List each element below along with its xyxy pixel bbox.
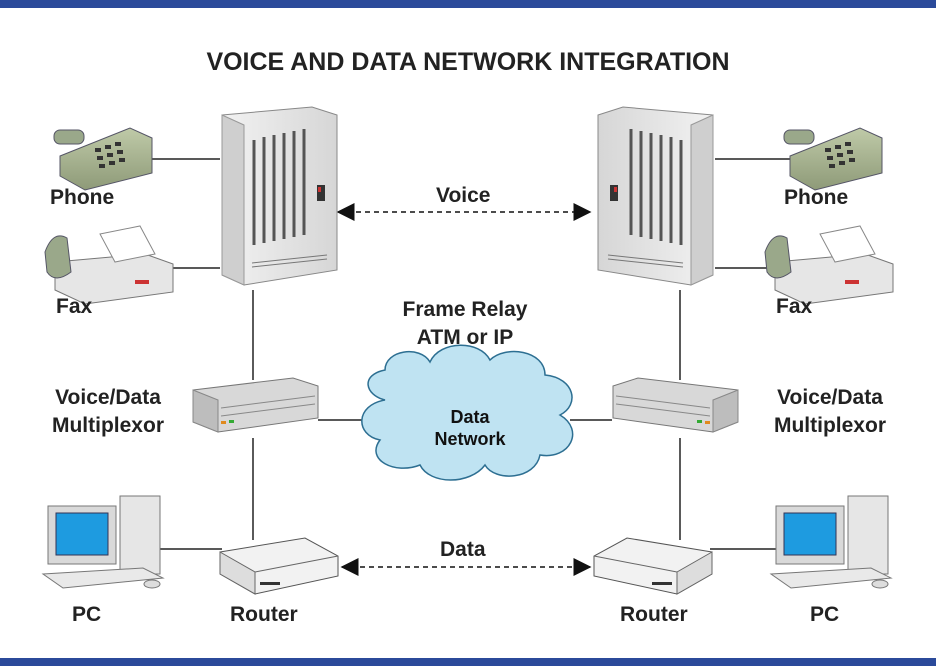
phone-icon <box>783 127 883 191</box>
pbx-rack-icon <box>221 106 338 286</box>
mux-left-line2: Multiplexor <box>51 414 164 437</box>
phone-right-label: Phone <box>784 186 849 209</box>
pc-right-label: PC <box>810 603 840 626</box>
diagram-title: VOICE AND DATA NETWORK INTEGRATION <box>206 48 730 76</box>
pbx-rack-icon <box>597 106 714 286</box>
fax-icon <box>44 225 174 305</box>
multiplexor-icon <box>612 377 739 433</box>
fax-left-label: Fax <box>56 295 93 318</box>
mux-right-label: Voice/Data Multiplexor <box>760 384 900 440</box>
cloud-line1: Data <box>450 407 490 427</box>
phone-icon <box>53 127 153 191</box>
phone-left-label: Phone <box>50 186 115 209</box>
network-type-frame-relay: Frame Relay <box>402 298 528 321</box>
bottom-border <box>0 658 936 666</box>
voice-link-label: Voice <box>436 184 491 207</box>
router-icon <box>219 537 339 595</box>
mux-right-line2: Multiplexor <box>773 414 886 437</box>
network-type-atm-ip: ATM or IP <box>416 326 514 349</box>
cloud-line2: Network <box>434 429 506 449</box>
network-types-label: Frame Relay ATM or IP <box>380 296 550 352</box>
cloud-label: Data Network <box>420 406 520 450</box>
router-left-label: Router <box>230 603 298 626</box>
data-link-label: Data <box>440 538 486 561</box>
mux-left-label: Voice/Data Multiplexor <box>38 384 178 440</box>
router-icon <box>593 537 713 595</box>
cloud-icon <box>361 344 574 481</box>
mux-left-line1: Voice/Data <box>55 386 161 409</box>
pc-icon <box>41 495 165 589</box>
router-right-label: Router <box>620 603 688 626</box>
pc-icon <box>769 495 893 589</box>
top-border <box>0 0 936 8</box>
fax-icon <box>764 225 894 305</box>
multiplexor-icon <box>192 377 319 433</box>
fax-right-label: Fax <box>776 295 813 318</box>
pc-left-label: PC <box>72 603 102 626</box>
mux-right-line1: Voice/Data <box>777 386 883 409</box>
